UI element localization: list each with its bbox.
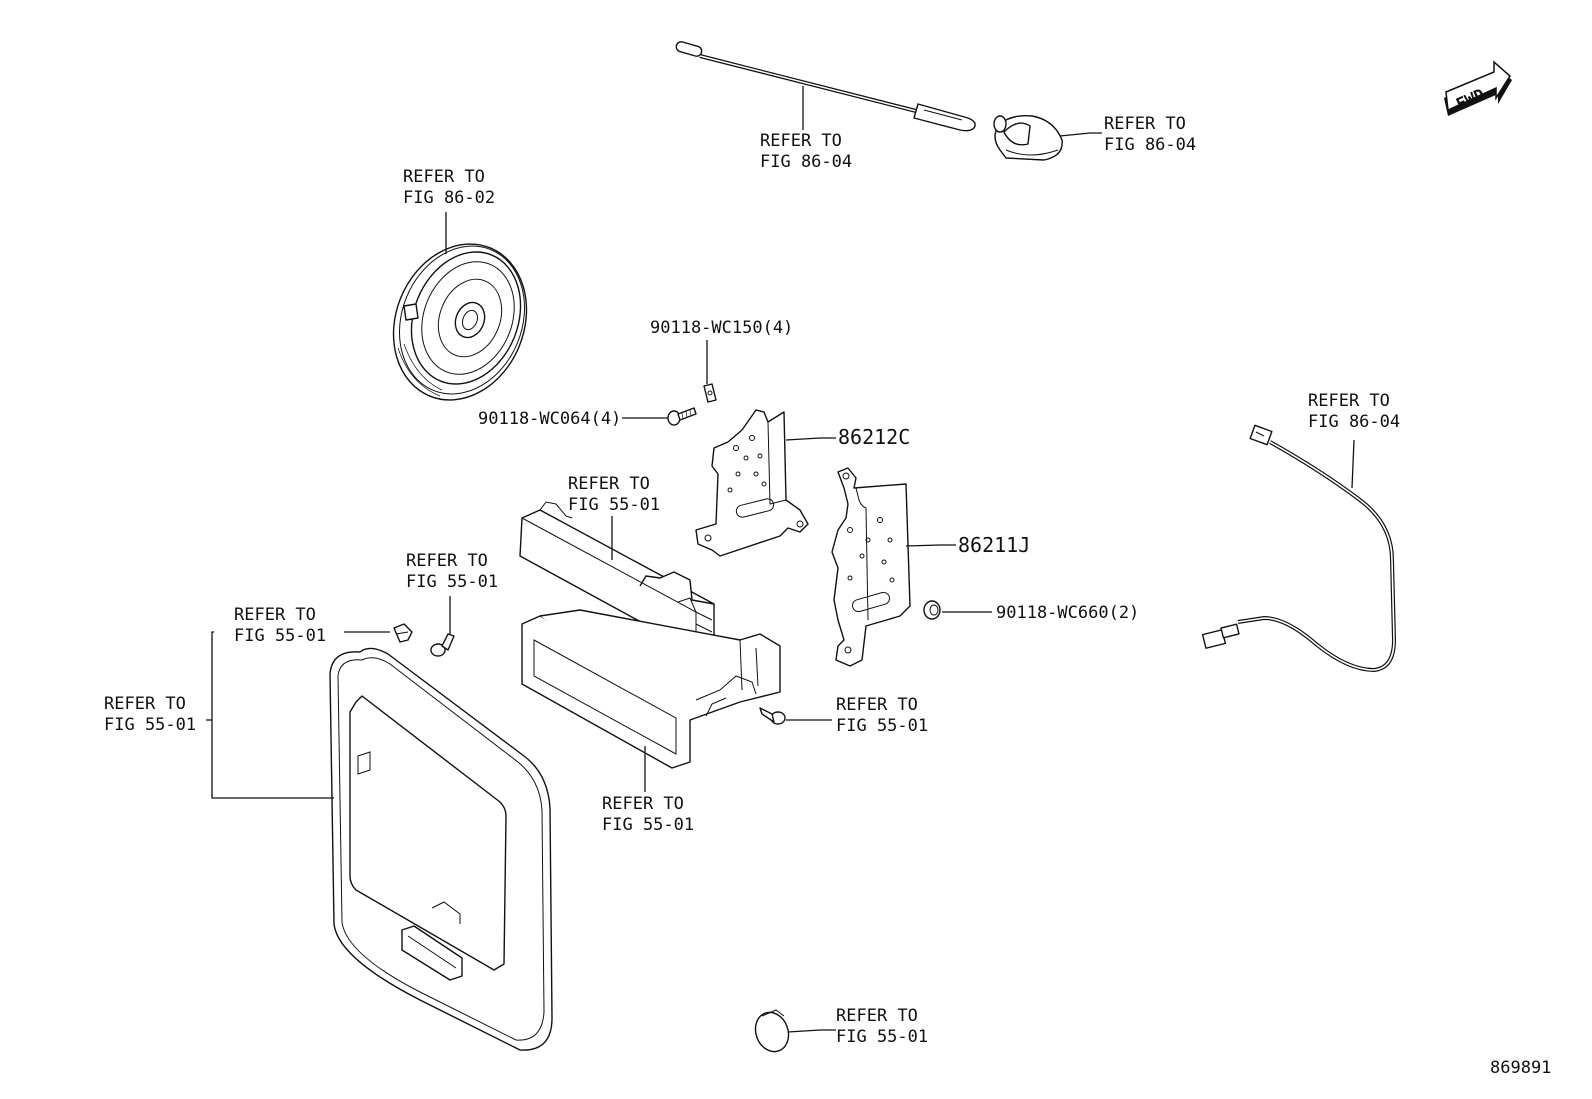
- cable-ref-line2: FIG 86-04: [1308, 412, 1400, 432]
- speaker: [392, 243, 528, 401]
- speaker-ref-line1: REFER TO: [403, 167, 485, 187]
- screw-right: [759, 707, 786, 725]
- screw-mid: [430, 633, 455, 657]
- clip-top-ref-line1: REFER TO: [234, 605, 316, 625]
- cable-ref-line1: REFER TO: [1308, 391, 1390, 411]
- antenna-base-ref-line1: REFER TO: [1104, 114, 1186, 134]
- pocket-ref-line2: FIG 55-01: [602, 815, 694, 835]
- cable-leader: [1351, 439, 1355, 489]
- bracket-86212c: [695, 409, 809, 557]
- screw-mid-ref-line2: FIG 55-01: [406, 572, 498, 592]
- hole-cap: [754, 1009, 790, 1053]
- screw-mid-ref-line1: REFER TO: [406, 551, 488, 571]
- audio-pocket-tray: [521, 609, 781, 769]
- center-cluster-bezel: [329, 647, 553, 1051]
- clip-top-ref-line2: FIG 55-01: [234, 626, 326, 646]
- cap-ref-line1: REFER TO: [836, 1006, 918, 1026]
- antenna-base-leader: [1059, 132, 1102, 137]
- bracket-86211j-label: 86211J: [958, 533, 1030, 557]
- speaker-connector: [403, 303, 419, 321]
- screw-wc150-label: 90118-WC150(4): [650, 318, 793, 338]
- bracket-86211j-leader: [905, 544, 956, 547]
- drawing-number: 869891: [1490, 1058, 1551, 1078]
- screw-right-ref-line1: REFER TO: [836, 695, 918, 715]
- screw-wc064: [667, 407, 697, 426]
- bezel-ref-line1: REFER TO: [104, 694, 186, 714]
- antenna-base-ref-line2: FIG 86-04: [1104, 135, 1196, 155]
- nut-wc660: [923, 600, 941, 620]
- screw-wc064-label: 90118-WC064(4): [478, 409, 621, 429]
- clip-nut-wc150: [703, 383, 717, 403]
- cap-leader: [787, 1029, 836, 1033]
- bracket-86212c-label: 86212C: [838, 425, 910, 449]
- pocket-ref-line1: REFER TO: [602, 794, 684, 814]
- antenna-extension-cable: [1201, 424, 1397, 673]
- cap-ref-line2: FIG 55-01: [836, 1027, 928, 1047]
- antenna-rod: [675, 41, 976, 132]
- faceplate-ref-line2: FIG 55-01: [568, 495, 660, 515]
- screw-right-ref-line2: FIG 55-01: [836, 716, 928, 736]
- bracket-86212c-leader: [785, 437, 836, 441]
- nut-wc660-label: 90118-WC660(2): [996, 603, 1139, 623]
- bracket-86211j: [831, 467, 911, 667]
- forward-direction-arrow-icon: FWD: [1444, 60, 1512, 116]
- clip-top: [393, 623, 413, 643]
- antenna-base: [993, 114, 1063, 161]
- bezel-ref-line2: FIG 55-01: [104, 715, 196, 735]
- speaker-ref-line2: FIG 86-02: [403, 188, 495, 208]
- antenna-rod-ref-line1: REFER TO: [760, 131, 842, 151]
- antenna-rod-ref-line2: FIG 86-04: [760, 152, 852, 172]
- faceplate-ref-line1: REFER TO: [568, 474, 650, 494]
- bezel-leader: [211, 631, 334, 799]
